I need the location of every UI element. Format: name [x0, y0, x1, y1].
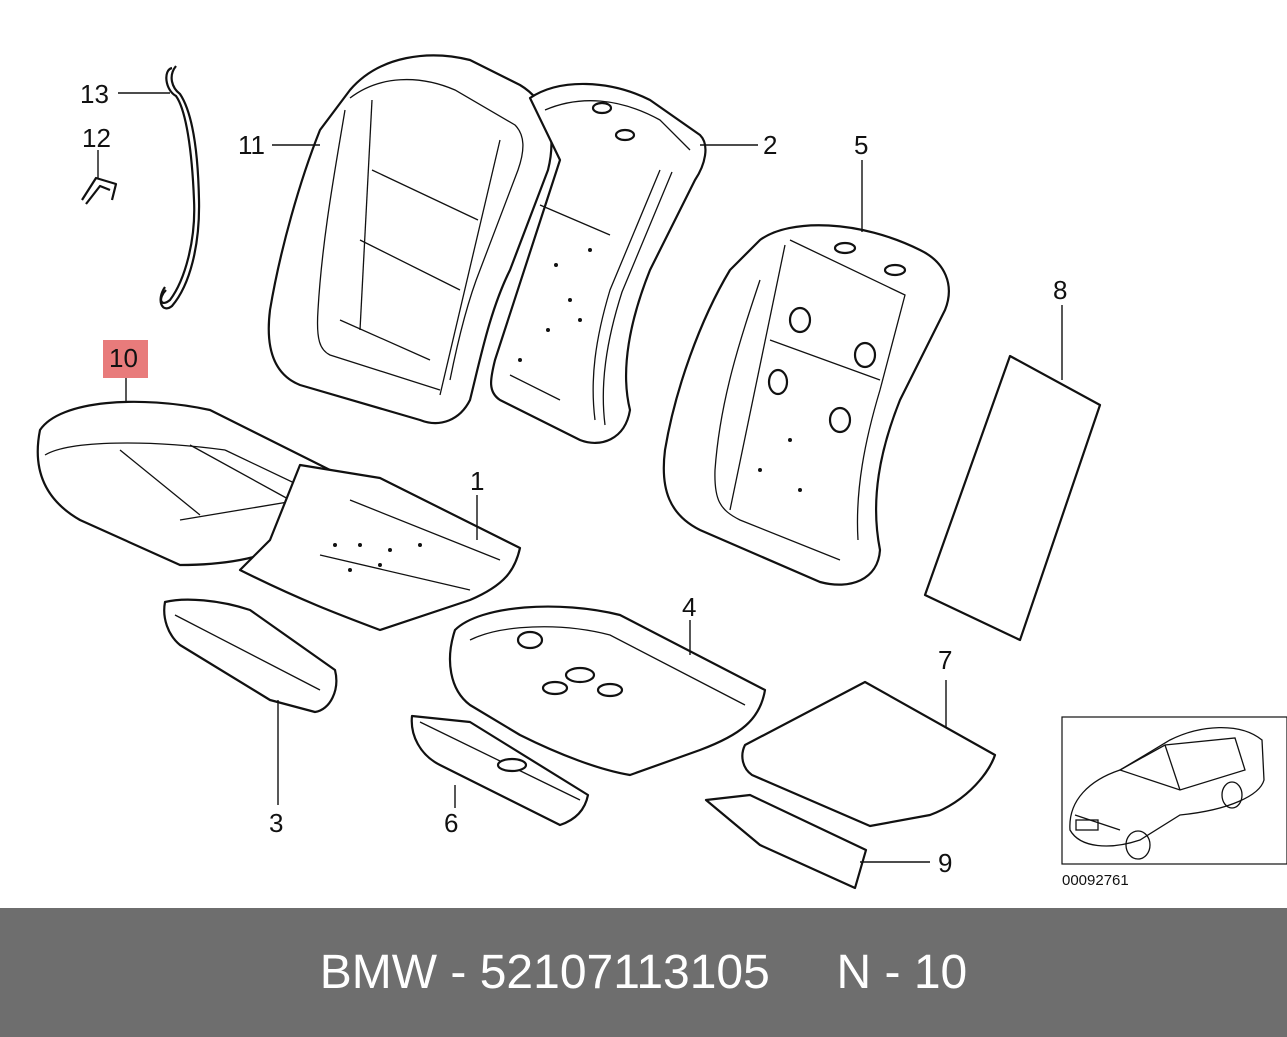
callout-4: 4	[682, 592, 696, 622]
part-4-seat-foam	[448, 605, 767, 777]
part-8-panel	[923, 354, 1102, 642]
brand-name: BMW	[319, 946, 438, 999]
callout-1: 1	[470, 466, 484, 496]
part-number: 52107113105	[479, 946, 770, 999]
part-12-clip	[81, 176, 118, 205]
part-1-seat-frame	[238, 463, 522, 632]
diagram-code: 00092761	[1062, 872, 1129, 889]
vehicle-inset: 00092761	[1061, 716, 1287, 889]
footer-bar: BMW - 52107113105 N - 10	[0, 908, 1287, 1037]
part-7-pad	[741, 680, 997, 828]
part-9-strip	[704, 793, 868, 890]
part-13-wire	[159, 65, 201, 310]
separator: -	[450, 946, 467, 999]
position-label: N - 10	[836, 946, 968, 999]
part-5-backrest-foam	[662, 224, 950, 586]
car-illustration	[1069, 726, 1265, 860]
callout-13: 13	[80, 79, 109, 109]
callout-8: 8	[1053, 275, 1067, 305]
callout-10: 10	[109, 343, 138, 373]
part-6-side-insert	[410, 714, 590, 827]
leader-lines	[97, 92, 1063, 863]
part-3-side-bolster	[163, 598, 338, 714]
callout-12: 12	[82, 123, 111, 153]
exploded-seat-diagram: 13 12 11 2 5 8 10 1 4 7 3 6 9 00092761	[36, 54, 1287, 890]
footer-caption: BMW - 52107113105 N - 10	[0, 908, 1287, 1037]
callout-6: 6	[444, 808, 458, 838]
callout-11: 11	[238, 130, 265, 160]
callout-5: 5	[854, 130, 868, 160]
callout-9: 9	[938, 848, 952, 878]
part-11-backrest-cover	[267, 54, 553, 425]
callout-2: 2	[763, 130, 777, 160]
part-2-back-panel	[490, 82, 707, 444]
callout-labels: 13 12 11 2 5 8 10 1 4 7 3 6 9	[80, 79, 1067, 878]
callout-3: 3	[269, 808, 283, 838]
callout-7: 7	[938, 645, 952, 675]
callout-10-highlight	[103, 340, 148, 378]
